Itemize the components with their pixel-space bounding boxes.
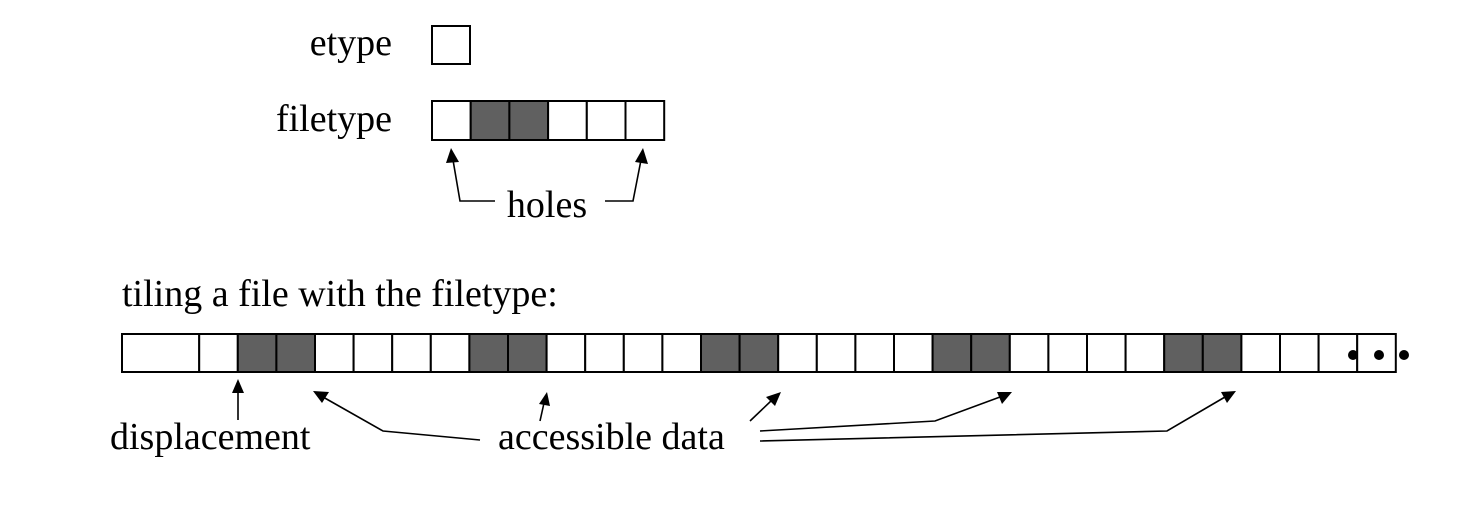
accessible-leader-5 [759,396,1226,442]
tiling-hole-cell [661,333,703,373]
accessible-arrowhead-3 [766,392,781,406]
tiling-hole-cell [314,333,355,373]
filetype-hole-cell [585,100,627,141]
filetype-data-cell [469,100,511,141]
tiling-hole-cell [622,333,664,373]
displacement-label: displacement [110,416,311,458]
tiling-hole-cell [1279,333,1320,373]
tiling-hole-cell [1047,333,1089,373]
tiling-hole-cell [391,333,432,373]
tiling-data-cell [970,333,1011,373]
displacement-arrowhead [232,379,244,393]
tiling-hole-cell [1008,333,1050,373]
tiling-hole-cell [854,333,896,373]
accessible-arrowhead-1 [313,391,329,403]
tiling-hole-cell [545,333,587,373]
holes-right-leader [605,159,642,202]
continuation-dot [1399,350,1409,360]
filetype-hole-cell [431,100,472,141]
holes-left-arrowhead [446,148,459,163]
tiling-hole-cell [1240,333,1282,373]
etype-box [431,25,471,65]
tiling-data-cell [1201,333,1243,373]
accessible-leader-1 [322,396,481,441]
tiling-hole-cell [777,333,818,373]
filetype-label: filetype [276,98,392,140]
tiling-data-cell [275,333,316,373]
holes-left-leader [452,159,495,202]
continuation-dot [1374,350,1384,360]
tiling-hole-cell [1124,333,1166,373]
tiling-hole-cell [584,333,625,373]
tiling-caption: tiling a file with the filetype: [122,273,558,315]
accessible-leader-3 [749,399,773,422]
accessible-data-label: accessible data [498,416,725,458]
tiling-data-cell [468,333,509,373]
filetype-hole-cell [547,100,588,141]
accessible-arrowhead-2 [539,392,550,406]
tiling-hole-cell [893,333,934,373]
holes-label: holes [507,184,587,226]
filetype-data-cell [508,100,550,141]
tiling-hole-cell [429,333,471,373]
tiling-hole-cell [1086,333,1127,373]
continuation-dots [1348,350,1409,360]
displacement-block [121,333,201,373]
accessible-leader-4 [759,396,1001,432]
tiling-data-cell [507,333,548,373]
tiling-data-cell [1163,333,1204,373]
tiling-data-cell [931,333,973,373]
accessible-arrowhead-4 [997,392,1012,404]
tiling-hole-cell [815,333,857,373]
tiling-hole-cell [352,333,394,373]
holes-right-arrowhead [635,148,648,164]
filetype-hole-cell [624,100,666,141]
tiling-cells [121,333,1397,373]
filetype-cells [431,100,666,141]
etype-label: etype [310,22,392,64]
tiling-data-cell [700,333,741,373]
accessible-leader-2 [539,402,545,422]
accessible-arrowhead-5 [1221,391,1236,403]
tiling-data-cell [236,333,278,373]
displacement-cell [198,333,239,373]
continuation-dot [1348,350,1358,360]
tiling-data-cell [738,333,780,373]
